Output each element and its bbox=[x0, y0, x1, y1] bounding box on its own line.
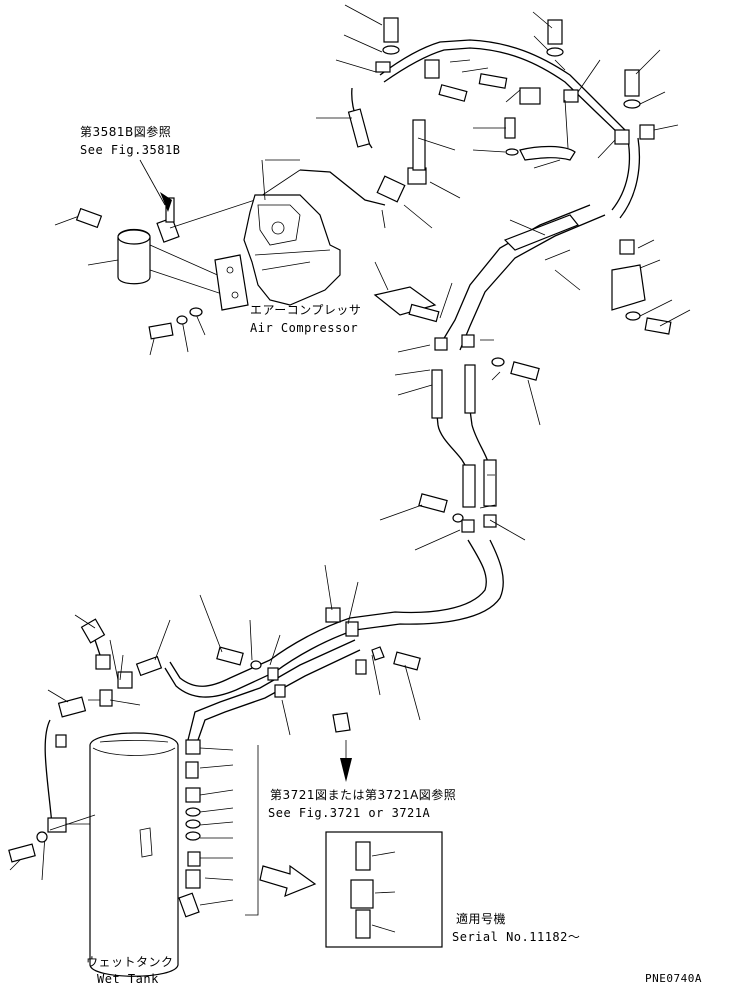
serial-en-label: Serial No.11182〜 bbox=[452, 930, 581, 944]
air-compressor-jp-label: エアーコンプレッサ bbox=[250, 303, 362, 317]
wet-tank-jp-label: ウェットタンク bbox=[86, 955, 174, 969]
bolts-upper-left bbox=[8, 207, 203, 863]
governor-unit bbox=[117, 169, 301, 301]
sensor-and-fittings bbox=[55, 618, 163, 748]
top-fittings bbox=[375, 17, 641, 161]
air-pipe-lower-run bbox=[164, 539, 504, 741]
clamp-bracket-middle bbox=[373, 286, 540, 381]
arrows bbox=[139, 159, 352, 897]
wet-tank bbox=[44, 719, 179, 977]
lower-clamps bbox=[216, 493, 497, 733]
ref-3581b-en-label: See Fig.3581B bbox=[80, 143, 181, 157]
air-compressor bbox=[243, 159, 341, 306]
right-side-brackets bbox=[503, 124, 672, 335]
drawing-code-label: PNE0740A bbox=[645, 972, 702, 985]
compressor-discharge-pipe bbox=[299, 87, 427, 206]
ref-3721-en-label: See Fig.3721 or 3721A bbox=[268, 806, 431, 820]
hose-pair-vertical bbox=[431, 364, 497, 508]
drain-valve-assembly bbox=[178, 739, 259, 918]
leader-lines bbox=[9, 4, 691, 933]
inset-detail-box bbox=[325, 831, 443, 948]
wet-tank-en-label: Wet Tank bbox=[97, 972, 159, 986]
serial-jp-label: 適用号機 bbox=[456, 912, 507, 926]
air-pipe-main-diagonal bbox=[439, 137, 641, 351]
ref-3721-jp-label: 第3721図または第3721A図参照 bbox=[270, 788, 457, 802]
mounting-bracket bbox=[214, 254, 249, 311]
air-pipe-upper bbox=[379, 39, 626, 136]
ref-3581b-jp-label: 第3581B図参照 bbox=[80, 125, 172, 139]
air-compressor-en-label: Air Compressor bbox=[250, 321, 359, 335]
